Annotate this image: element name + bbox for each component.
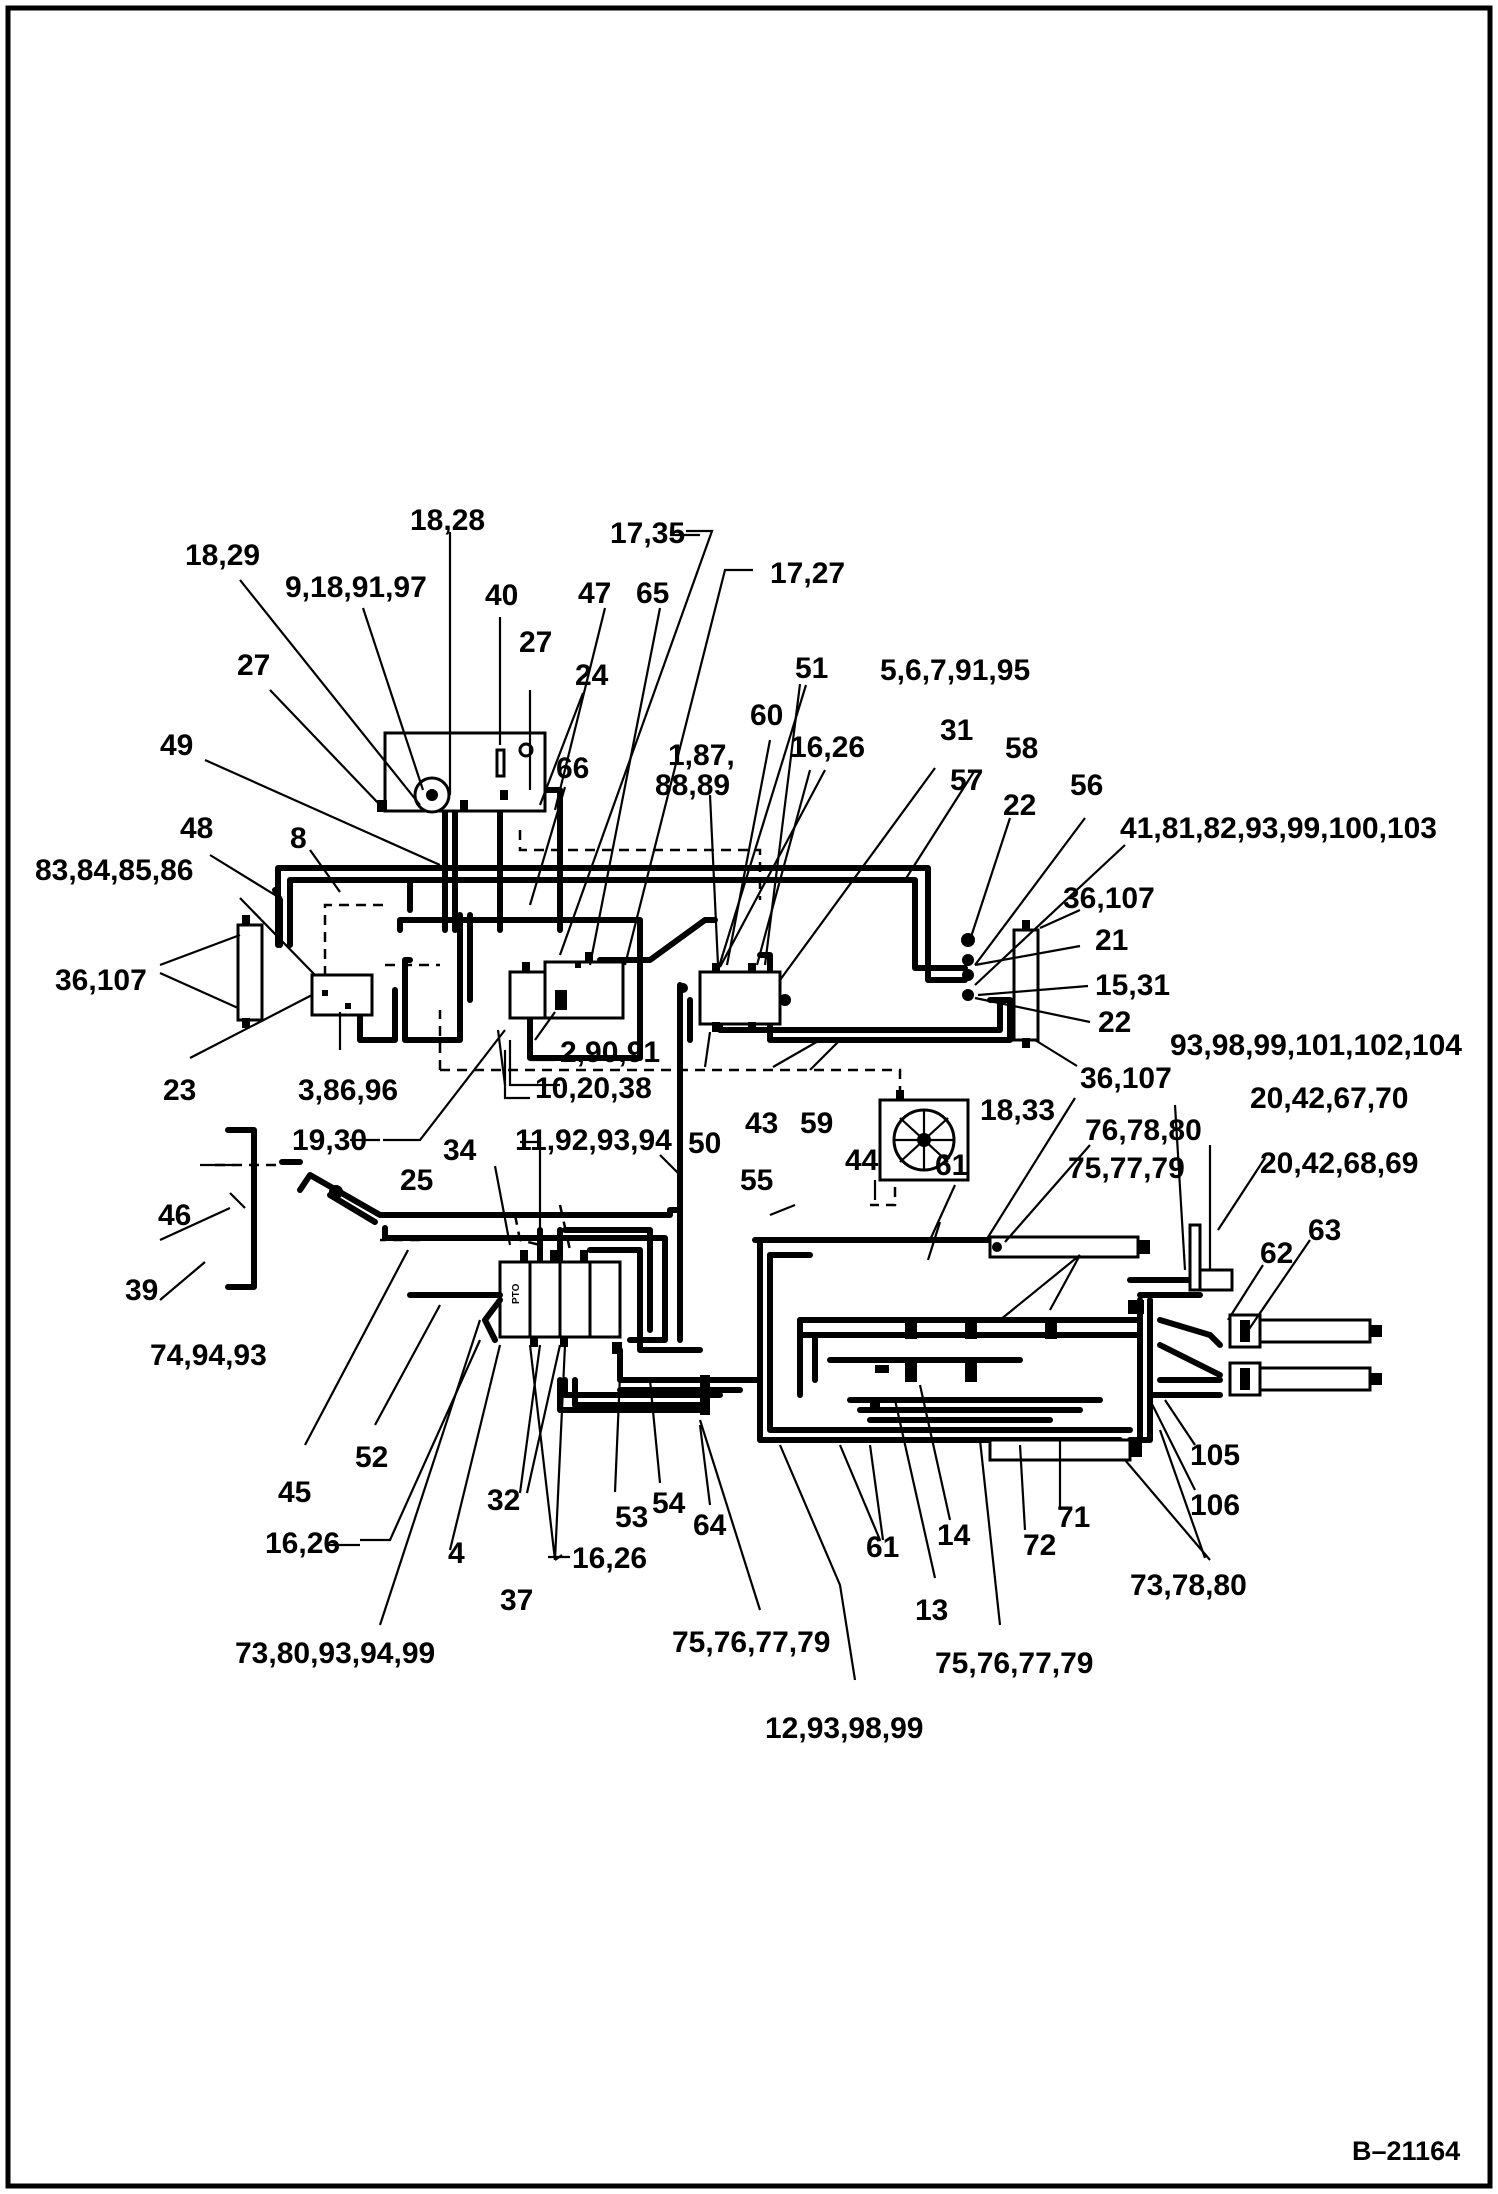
label-21: 21	[1095, 924, 1128, 957]
label-61-bottom: 61	[866, 1531, 899, 1564]
label-51: 51	[795, 652, 828, 685]
label-73-80-group: 73,80,93,94,99	[235, 1637, 435, 1670]
label-34: 34	[443, 1134, 477, 1167]
label-17-35: 17,35	[610, 517, 685, 550]
main-control-valve	[678, 963, 791, 1032]
label-22-top: 22	[1003, 789, 1036, 822]
leader-lines	[159, 529, 1311, 1681]
part-callouts: 18,28 17,35 18,29 9,18,91,97 17,27 40 47…	[35, 504, 1462, 1745]
label-59: 59	[800, 1107, 833, 1140]
label-47: 47	[578, 577, 611, 610]
label-73-78-80: 73,78,80	[1130, 1569, 1247, 1602]
hydraulic-cylinders	[988, 1223, 1382, 1462]
label-18-28: 18,28	[410, 504, 485, 537]
label-56: 56	[1070, 769, 1103, 802]
label-41-group: 41,81,82,93,99,100,103	[1120, 812, 1437, 845]
label-11-92-93-94: 11,92,93,94	[515, 1124, 672, 1157]
label-18-29: 18,29	[185, 539, 260, 572]
label-76-78-80: 76,78,80	[1085, 1114, 1202, 1147]
label-46: 46	[158, 1199, 191, 1232]
svg-text:PTO: PTO	[511, 1283, 522, 1304]
page-frame	[5, 5, 1493, 2189]
label-88-89: 88,89	[655, 769, 730, 802]
label-106: 106	[1190, 1489, 1240, 1522]
lower-valve-manifold: PTO	[407, 1250, 622, 1354]
label-3-86-96: 3,86,96	[298, 1074, 398, 1107]
label-8: 8	[290, 822, 307, 855]
label-64: 64	[693, 1509, 727, 1542]
label-75-76-77-79-right: 75,76,77,79	[935, 1647, 1093, 1680]
label-45: 45	[278, 1476, 311, 1509]
label-24: 24	[575, 659, 609, 692]
label-62: 62	[1260, 1237, 1293, 1270]
label-44: 44	[845, 1144, 879, 1177]
hydraulic-lines	[272, 767, 1223, 1443]
valve-23	[310, 973, 374, 1017]
label-50: 50	[688, 1127, 721, 1160]
label-55: 55	[740, 1164, 773, 1197]
label-75-76-77-79-left: 75,76,77,79	[672, 1626, 830, 1659]
label-72: 72	[1023, 1529, 1056, 1562]
label-22-bottom: 22	[1098, 1006, 1131, 1039]
label-27-left: 27	[237, 649, 270, 682]
label-71: 71	[1057, 1501, 1090, 1534]
label-63: 63	[1308, 1214, 1341, 1247]
label-36-107-right-top: 36,107	[1063, 882, 1155, 915]
label-61-top: 61	[935, 1149, 968, 1182]
label-105: 105	[1190, 1439, 1240, 1472]
label-16-26-top: 16,26	[790, 731, 865, 764]
label-93-group: 93,98,99,101,102,104	[1170, 1029, 1462, 1062]
label-20-42-67-70: 20,42,67,70	[1250, 1082, 1408, 1115]
label-74-94-93: 74,94,93	[150, 1339, 267, 1372]
label-1-87: 1,87,	[668, 739, 735, 772]
label-37: 37	[500, 1584, 533, 1617]
label-25: 25	[400, 1164, 433, 1197]
label-14: 14	[937, 1519, 971, 1552]
valve-block-center-left	[508, 952, 625, 1020]
line-fittings	[700, 1317, 1057, 1415]
label-5-6-7-91-95: 5,6,7,91,95	[880, 654, 1030, 687]
label-48: 48	[180, 812, 213, 845]
label-58: 58	[1005, 732, 1038, 765]
label-75-77-79-top: 75,77,79	[1068, 1152, 1185, 1185]
label-52: 52	[355, 1441, 388, 1474]
label-9-18-91-97: 9,18,91,97	[285, 571, 427, 604]
accumulator-component	[236, 915, 264, 1028]
label-49: 49	[160, 729, 193, 762]
label-66: 66	[556, 752, 589, 785]
label-36-107-left: 36,107	[55, 964, 147, 997]
label-60: 60	[750, 699, 783, 732]
figure-reference-number: B–21164	[1352, 2136, 1460, 2166]
label-27-right: 27	[519, 626, 552, 659]
label-43: 43	[745, 1107, 778, 1140]
label-53: 53	[615, 1501, 648, 1534]
label-31: 31	[940, 714, 973, 747]
label-36-107-right-bottom: 36,107	[1080, 1062, 1172, 1095]
label-23: 23	[163, 1074, 196, 1107]
blade-bracket	[225, 1127, 343, 1290]
label-18-33: 18,33	[980, 1094, 1055, 1127]
label-54: 54	[652, 1487, 686, 1520]
label-65: 65	[636, 577, 669, 610]
label-15-31: 15,31	[1095, 969, 1170, 1002]
label-16-26-left: 16,26	[265, 1527, 340, 1560]
pump-housing	[377, 731, 547, 814]
label-17-27: 17,27	[770, 557, 845, 590]
right-valve-stack	[961, 920, 1040, 1048]
label-32: 32	[487, 1484, 520, 1517]
label-57: 57	[950, 764, 983, 797]
label-12-93-98-99: 12,93,98,99	[765, 1712, 923, 1745]
label-10-20-38: 10,20,38	[535, 1072, 652, 1105]
label-20-42-68-69: 20,42,68,69	[1260, 1147, 1418, 1180]
label-16-26-center: 16,26	[572, 1542, 647, 1575]
oil-cooler-fan	[878, 1090, 970, 1182]
label-83-group: 83,84,85,86	[35, 854, 193, 887]
label-2-90-91: 2,90,91	[560, 1036, 660, 1069]
label-13: 13	[915, 1594, 948, 1627]
pilot-lines-dashed	[215, 830, 902, 1251]
label-39: 39	[125, 1274, 158, 1307]
label-4: 4	[448, 1537, 465, 1570]
label-40: 40	[485, 579, 518, 612]
